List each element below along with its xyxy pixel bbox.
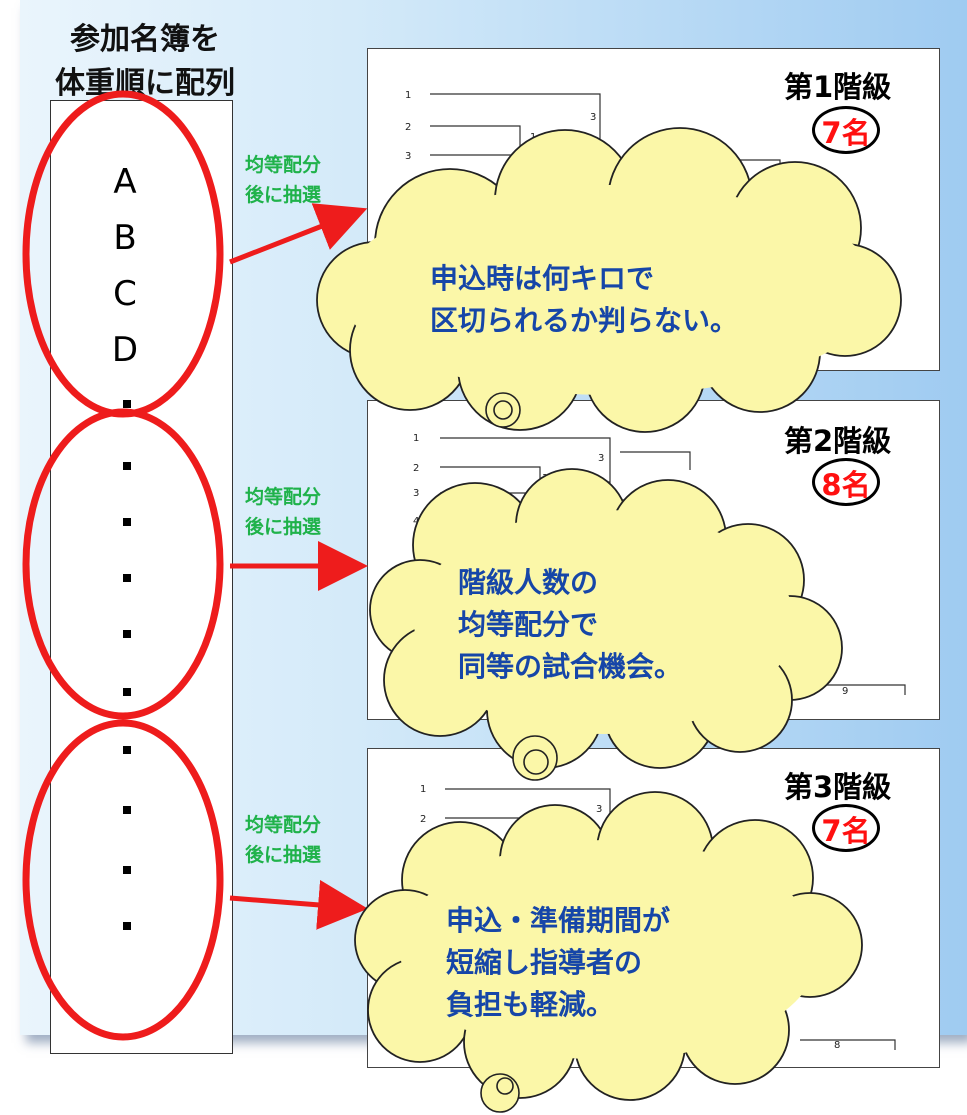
cloud-1-line1: 申込時は何キロで xyxy=(430,262,655,295)
assign-arrow-1 xyxy=(229,203,368,265)
roster-list xyxy=(50,100,233,1054)
cloud-1-text: 申込時は何キロで 区切られるか判らない。 xyxy=(430,258,738,342)
assign-label-3-line1: 均等配分 xyxy=(245,814,322,836)
bracket-2-seed: 3 xyxy=(413,488,419,499)
bracket-2-num: 3 xyxy=(598,453,604,464)
bracket-3-seed: 1 xyxy=(420,784,426,795)
bracket-1-num: 3 xyxy=(590,112,596,123)
cloud-2-line2: 均等配分で xyxy=(458,608,599,641)
class-label-2: 第2階級 xyxy=(784,424,892,458)
class-count-3: 7名 xyxy=(812,804,880,852)
roster-dot xyxy=(123,462,131,470)
roster-dot xyxy=(123,866,131,874)
roster-dot xyxy=(123,630,131,638)
assign-label-1-line1: 均等配分 xyxy=(245,154,322,176)
assign-arrow-3 xyxy=(229,879,368,930)
group-ellipse-2 xyxy=(22,408,224,720)
bracket-3-num: 8 xyxy=(834,1040,840,1051)
bracket-1-seed: 1 xyxy=(405,90,411,101)
cloud-2-text: 階級人数の 均等配分で 同等の試合機会。 xyxy=(458,562,682,688)
cloud-3-puffs xyxy=(480,1073,520,1113)
cloud-3-text: 申込・準備期間が 短縮し指導者の 負担も軽減。 xyxy=(446,900,670,1026)
roster-dot xyxy=(123,574,131,582)
bracket-3-seed: 2 xyxy=(420,814,426,825)
class-count-1: 7名 xyxy=(812,106,880,154)
assign-label-2-line2: 後に抽選 xyxy=(245,516,322,538)
cloud-2-line3: 同等の試合機会。 xyxy=(458,650,683,683)
roster-entry-c: C xyxy=(113,274,137,314)
cloud-2-fill xyxy=(414,510,794,734)
roster-dot xyxy=(123,400,131,408)
assign-label-1: 均等配分 後に抽選 xyxy=(245,150,321,210)
roster-dot xyxy=(123,746,131,754)
cloud-3-line2: 短縮し指導者の xyxy=(446,946,643,979)
bracket-1-seed: 2 xyxy=(405,122,411,133)
roster-dot xyxy=(123,806,131,814)
bracket-1-seed: 3 xyxy=(405,151,411,162)
class-label-3: 第3階級 xyxy=(784,770,892,804)
class-label-1: 第1階級 xyxy=(784,70,892,104)
roster-entry-a: A xyxy=(113,162,137,202)
cloud-3-line3: 負担も軽減。 xyxy=(446,988,615,1021)
bracket-2-seed: 2 xyxy=(413,463,419,474)
cloud-3-line1: 申込・準備期間が xyxy=(446,904,671,937)
roster-title-line1: 参加名簿を xyxy=(70,22,220,57)
cloud-1-line2: 区切られるか判らない。 xyxy=(430,304,739,337)
cloud-1-puffs xyxy=(485,392,521,428)
assign-label-1-line2: 後に抽選 xyxy=(245,184,322,206)
roster-title: 参加名簿を 体重順に配列 xyxy=(30,18,260,106)
roster-entry-d: D xyxy=(111,330,139,370)
cloud-1-fill xyxy=(340,185,880,395)
group-ellipse-3 xyxy=(22,719,224,1041)
roster-entry-b: B xyxy=(113,218,137,258)
roster-dot xyxy=(123,518,131,526)
bracket-3-num: 3 xyxy=(596,804,602,815)
roster-dot xyxy=(123,922,131,930)
group-ellipse-1 xyxy=(22,90,224,418)
cloud-2-line1: 階級人数の xyxy=(458,566,599,599)
cloud-3-fill xyxy=(400,840,820,1060)
assign-label-3: 均等配分 後に抽選 xyxy=(245,810,321,870)
cloud-2-puffs xyxy=(512,735,558,781)
bracket-2-seed: 1 xyxy=(413,433,419,444)
assign-label-2-line1: 均等配分 xyxy=(245,486,322,508)
bracket-2-num: 9 xyxy=(842,686,848,697)
assign-label-3-line2: 後に抽選 xyxy=(245,844,322,866)
assign-label-2: 均等配分 後に抽選 xyxy=(245,482,321,542)
class-count-2: 8名 xyxy=(812,458,880,506)
bracket-2-seed: 4 xyxy=(413,516,419,527)
roster-dot xyxy=(123,688,131,696)
